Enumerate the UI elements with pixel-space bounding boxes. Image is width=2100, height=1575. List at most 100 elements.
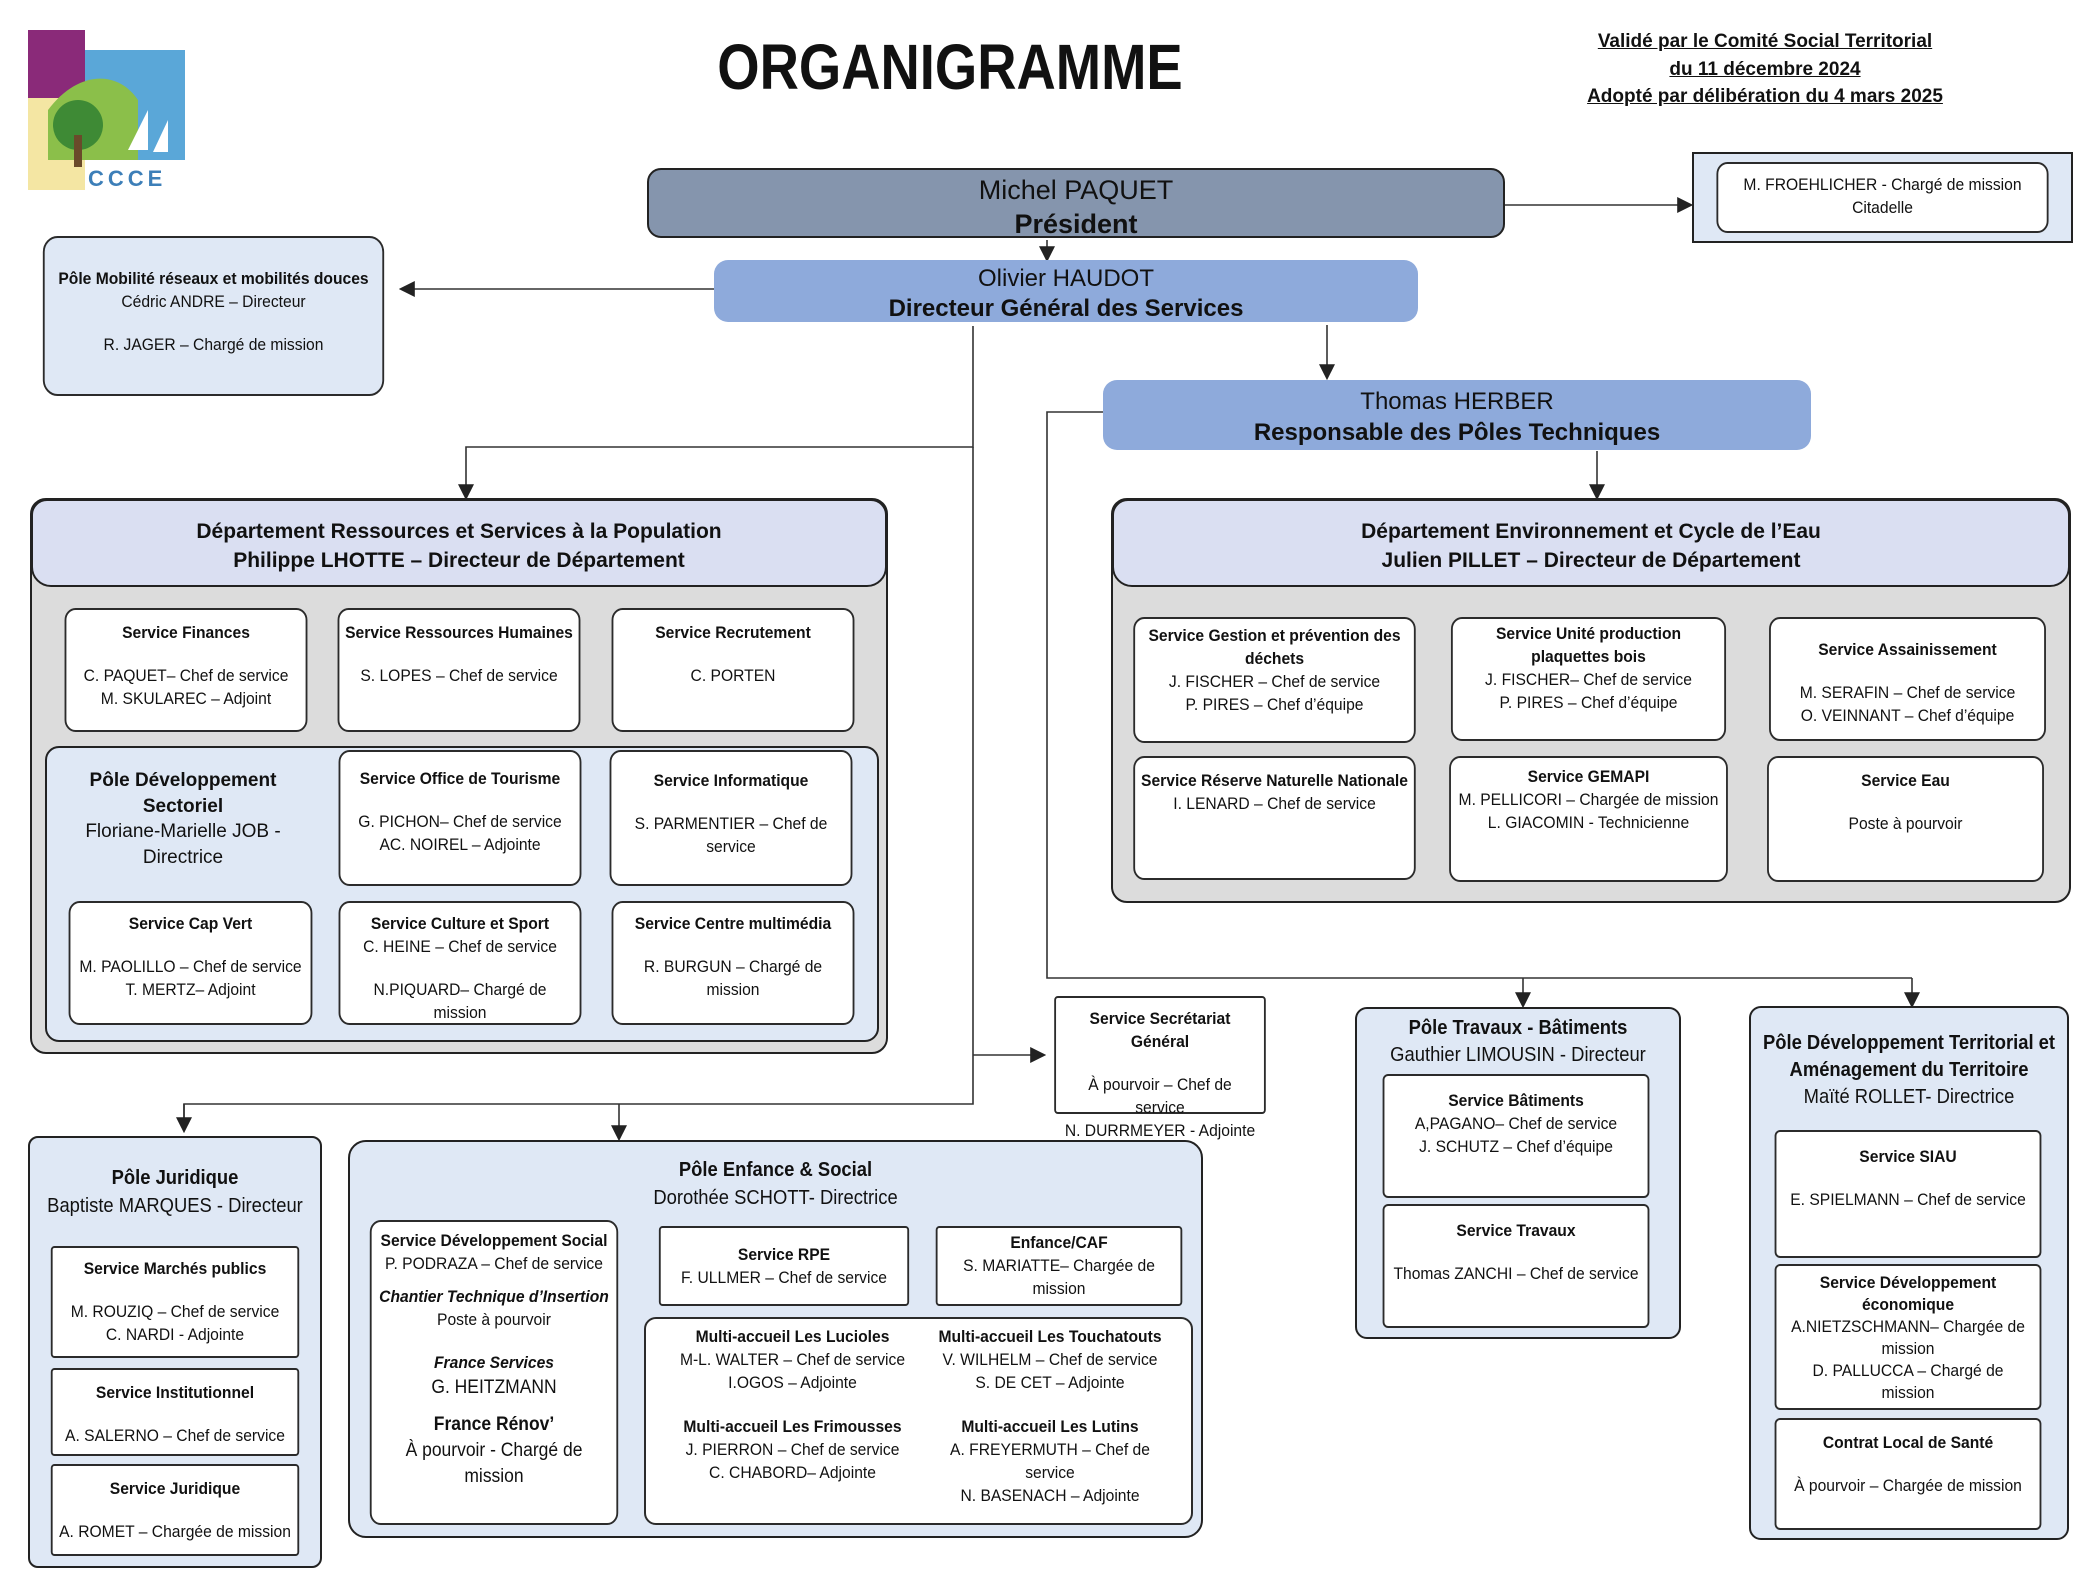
touchatouts-title: Multi-accueil Les Touchatouts	[938, 1327, 1162, 1346]
pole-territorial-header: Pôle Développement Territorial et Aménag…	[1762, 1030, 2056, 1111]
validation-line-3: Adopté par délibération du 4 mars 2025	[1587, 86, 1943, 108]
service-plaquettes-l1: J. FISCHER– Chef de service	[1485, 669, 1692, 689]
service-capvert-l1: M. PAOLILLO – Chef de service	[79, 956, 302, 976]
lucioles-title: Multi-accueil Les Lucioles	[695, 1327, 890, 1346]
service-culture-sport: Service Culture et Sport C. HEINE – Chef…	[338, 901, 582, 1025]
service-dev-eco-l3: D. PALLUCCA – Chargé de	[1812, 1361, 2004, 1381]
pole-juridique-director: Baptiste MARQUES - Directeur	[47, 1195, 303, 1217]
pole-dev-l3: Floriane-Marielle JOB -	[85, 821, 281, 843]
service-dev-eco: Service Développement économique A.NIETZ…	[1774, 1264, 2042, 1410]
pole-juridique-header: Pôle Juridique Baptiste MARQUES - Direct…	[40, 1164, 310, 1220]
service-rh-l1: S. LOPES – Chef de service	[360, 665, 558, 685]
service-marches-title: Service Marchés publics	[83, 1259, 267, 1278]
validation-line-1: Validé par le Comité Social Territorial	[1597, 31, 1933, 52]
service-marches-publics: Service Marchés publics M. ROUZIQ – Chef…	[50, 1246, 300, 1358]
service-dechets-t1: Service Gestion et prévention des	[1148, 626, 1401, 645]
pole-dev-l4: Directrice	[142, 846, 224, 868]
service-reserve: Service Réserve Naturelle Nationale I. L…	[1133, 756, 1416, 880]
resp-poles-box: Thomas HERBER Responsable des Pôles Tech…	[1103, 380, 1811, 450]
service-marches-l1: M. ROUZIQ – Chef de service	[70, 1301, 280, 1321]
service-finances-l1: C. PAQUET– Chef de service	[83, 665, 289, 685]
sante-l1: À pourvoir – Chargée de mission	[1794, 1475, 2022, 1495]
pole-enfance-title: Pôle Enfance & Social	[678, 1159, 873, 1181]
validation-note: Validé par le Comité Social Territorial …	[1550, 28, 1980, 111]
dev-social-title: Service Développement Social	[380, 1231, 608, 1250]
dept-env-title: Département Environnement et Cycle de l’…	[1361, 520, 1821, 543]
citadelle-line-1: M. FROEHLICHER - Chargé de mission	[1743, 175, 2022, 194]
service-assainissement-l1: M. SERAFIN – Chef de service	[1799, 682, 2016, 702]
service-batiments: Service Bâtiments A,PAGANO– Chef de serv…	[1382, 1074, 1650, 1198]
service-juridique: Service Juridique A. ROMET – Chargée de …	[50, 1464, 300, 1556]
service-siau: Service SIAU E. SPIELMANN – Chef de serv…	[1774, 1130, 2042, 1258]
caf-l2: mission	[1032, 1278, 1086, 1298]
secretariat-l1: À pourvoir – Chef de service	[1088, 1074, 1232, 1117]
service-dev-eco-t1: Service Développement	[1819, 1273, 1997, 1292]
secretariat-title: Service Secrétariat Général	[1089, 1009, 1231, 1051]
dept-ressources-header: Département Ressources et Services à la …	[31, 499, 887, 587]
lutins-l3: N. BASENACH – Adjointe	[960, 1485, 1140, 1505]
chantier-title: Chantier Technique d’Insertion	[379, 1286, 609, 1306]
caf-l1: S. MARIATTE– Chargée de	[963, 1255, 1155, 1275]
mission-citadelle-box: M. FROEHLICHER - Chargé de mission Citad…	[1716, 162, 2049, 233]
service-secretariat: Service Secrétariat Général À pourvoir –…	[1054, 996, 1266, 1140]
service-rh: Service Ressources Humaines S. LOPES – C…	[337, 608, 581, 732]
service-informatique: Service Informatique S. PARMENTIER – Che…	[609, 750, 853, 886]
service-recrutement: Service Recrutement C. PORTEN	[611, 608, 855, 732]
mission-citadelle-frame: M. FROEHLICHER - Chargé de mission Citad…	[1692, 152, 2073, 243]
service-dev-social: Service Développement Social P. PODRAZA …	[369, 1220, 619, 1525]
pole-enfance-director: Dorothée SCHOTT- Directrice	[653, 1187, 898, 1209]
logo-text: CCCE	[88, 166, 167, 191]
service-culture-title: Service Culture et Sport	[370, 914, 550, 933]
frimousses-l1: J. PIERRON – Chef de service	[685, 1439, 900, 1459]
ccce-logo: CCCE	[28, 30, 188, 191]
caf-title: Enfance/CAF	[1010, 1233, 1108, 1252]
service-batiments-l1: A,PAGANO– Chef de service	[1414, 1113, 1618, 1133]
service-culture-l1: C. HEINE – Chef de service	[363, 936, 557, 956]
pole-territorial-director: Maïté ROLLET- Directrice	[1803, 1086, 2015, 1108]
resp-poles-role: Responsable des Pôles Techniques	[1253, 419, 1661, 447]
service-dev-eco-l2: mission	[1881, 1339, 1935, 1359]
touchatouts-l2: S. DE CET – Adjointe	[975, 1372, 1125, 1392]
president-name: Michel PAQUET	[978, 175, 1174, 205]
service-dechets-t2: déchets	[1244, 648, 1305, 668]
service-multimedia: Service Centre multimédia R. BURGUN – Ch…	[611, 901, 855, 1025]
service-siau-title: Service SIAU	[1859, 1147, 1957, 1166]
pole-dev-l2: Sectoriel	[142, 795, 224, 817]
service-dechets-l1: J. FISCHER – Chef de service	[1168, 671, 1381, 691]
touchatouts-l1: V. WILHELM – Chef de service	[942, 1349, 1158, 1369]
service-rpe-l1: F. ULLMER – Chef de service	[680, 1267, 887, 1287]
service-informatique-l2: service	[706, 836, 756, 856]
service-tourisme: Service Office de Tourisme G. PICHON– Ch…	[338, 750, 582, 886]
service-informatique-title: Service Informatique	[653, 771, 809, 790]
service-capvert: Service Cap Vert M. PAOLILLO – Chef de s…	[68, 901, 313, 1025]
service-tourisme-title: Service Office de Tourisme	[359, 769, 561, 788]
france-services-l1: G. HEITZMANN	[431, 1376, 557, 1398]
pole-mobilite-title: Pôle Mobilité réseaux et mobilités douce…	[58, 269, 369, 288]
service-batiments-title: Service Bâtiments	[1448, 1091, 1584, 1110]
service-gemapi-l2: L. GIACOMIN - Technicienne	[1487, 812, 1690, 832]
dgs-role: Directeur Général des Services	[888, 295, 1244, 322]
service-institutionnel-title: Service Institutionnel	[95, 1383, 255, 1402]
service-reserve-l1: I. LENARD – Chef de service	[1173, 793, 1376, 813]
service-batiments-l2: J. SCHUTZ – Chef d’équipe	[1419, 1136, 1613, 1156]
service-multimedia-l2: mission	[706, 979, 760, 999]
service-travaux-l1: Thomas ZANCHI – Chef de service	[1393, 1263, 1639, 1283]
dept-ressources-director: Philippe LHOTTE – Directeur de Départeme…	[233, 549, 685, 573]
france-renov-l1: À pourvoir - Chargé de	[405, 1439, 583, 1461]
france-renov-title: France Rénov’	[433, 1414, 555, 1436]
pole-dev-sectoriel-label: Pôle Développement Sectoriel Floriane-Ma…	[60, 768, 306, 871]
multi-accueil-touchatouts: Multi-accueil Les Touchatouts V. WILHELM…	[921, 1326, 1179, 1395]
frimousses-l2: C. CHABORD– Adjointe	[709, 1462, 876, 1482]
contrat-local-sante: Contrat Local de Santé À pourvoir – Char…	[1774, 1418, 2042, 1530]
secretariat-l2: N. DURRMEYER - Adjointe	[1064, 1120, 1256, 1140]
dept-ressources-title: Département Ressources et Services à la …	[196, 520, 722, 543]
service-reserve-title: Service Réserve Naturelle Nationale	[1141, 771, 1408, 790]
service-recrutement-title: Service Recrutement	[655, 623, 811, 642]
service-eau-title: Service Eau	[1861, 771, 1950, 790]
service-rpe: Service RPE F. ULLMER – Chef de service	[658, 1226, 910, 1306]
frimousses-title: Multi-accueil Les Frimousses	[683, 1417, 902, 1436]
service-recrutement-l1: C. PORTEN	[690, 665, 776, 685]
service-assainissement: Service Assainissement M. SERAFIN – Chef…	[1769, 617, 2046, 741]
sante-title: Contrat Local de Santé	[1822, 1433, 1994, 1452]
president-role: Président	[1014, 208, 1138, 239]
